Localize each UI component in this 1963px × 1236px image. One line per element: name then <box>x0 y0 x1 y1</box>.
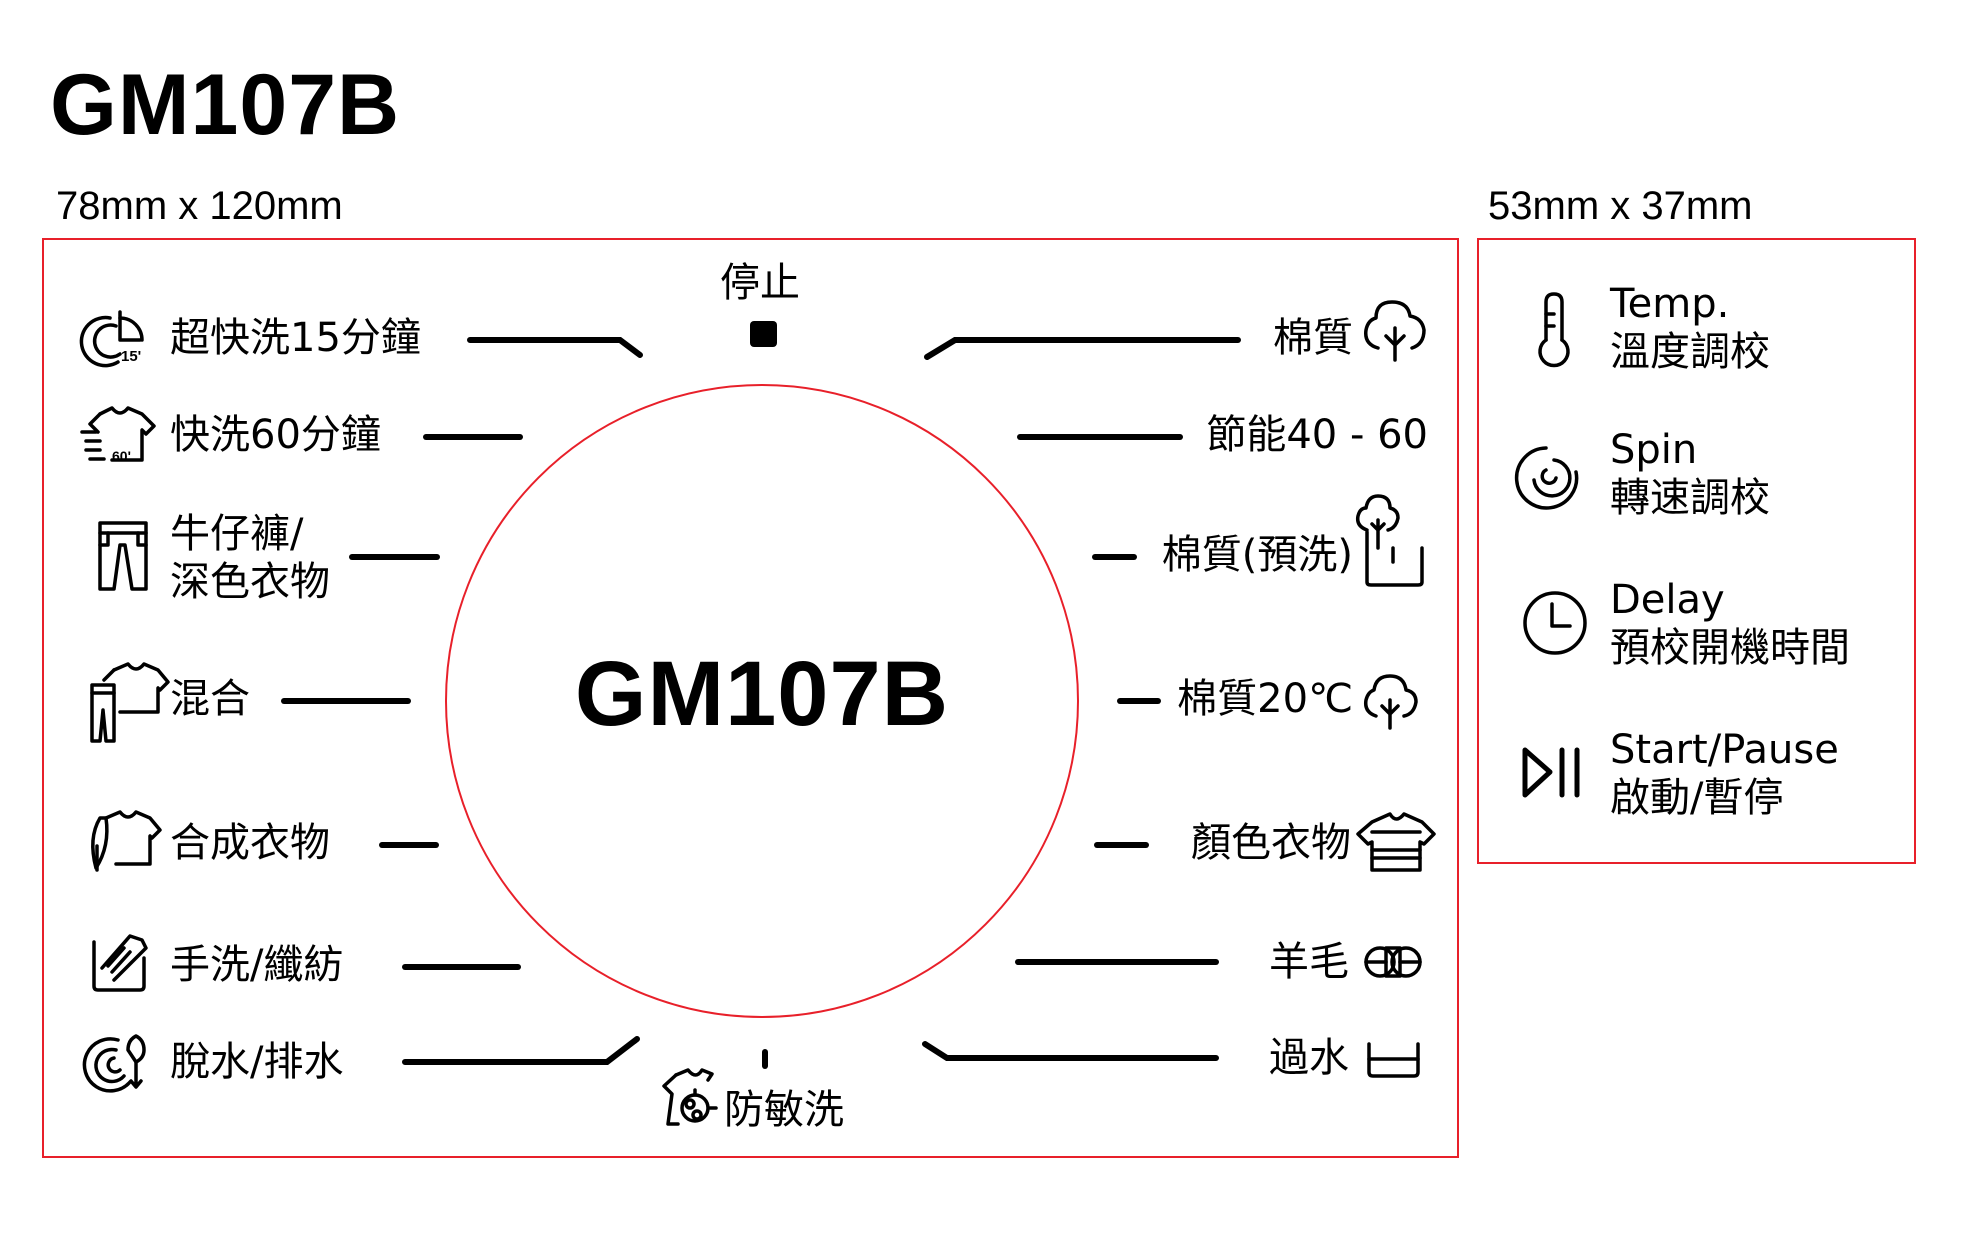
control-spin[interactable]: Spin 轉速調校 <box>1610 426 1770 522</box>
hand-wash-icon <box>92 934 148 992</box>
play-pause-icon <box>1522 747 1580 798</box>
program-quick-15[interactable]: 超快洗15分鐘 <box>170 315 421 361</box>
program-eco-40-60[interactable]: 節能40 - 60 <box>1206 412 1428 458</box>
leader-line-cotton <box>924 337 1241 360</box>
spin-icon <box>1514 446 1579 510</box>
clock-icon <box>1523 591 1587 655</box>
thermometer-icon <box>1538 292 1570 368</box>
control-start-pause[interactable]: Start/Pause 啟動/暫停 <box>1610 726 1839 822</box>
program-cotton-20[interactable]: 棉質20℃ <box>1177 676 1353 722</box>
program-synthetic[interactable]: 合成衣物 <box>170 820 330 866</box>
control-temp-zh: 溫度調校 <box>1610 329 1770 375</box>
program-spin-drain[interactable]: 脫水/排水 <box>170 1039 344 1085</box>
program-cotton[interactable]: 棉質 <box>1273 315 1353 361</box>
program-panel-outline <box>42 238 1459 1158</box>
program-colored[interactable]: 顏色衣物 <box>1191 820 1351 866</box>
program-jeans-line1: 牛仔褲/ <box>170 511 304 557</box>
dial-center-label: GM107B <box>574 643 950 745</box>
control-temp-en: Temp. <box>1610 281 1730 327</box>
program-quick-60[interactable]: 快洗60分鐘 <box>170 412 381 458</box>
jeans-icon <box>98 521 148 591</box>
mixed-clothes-icon <box>90 662 170 743</box>
spin-drain-icon <box>82 1034 146 1093</box>
cotton-icon <box>1363 674 1418 730</box>
control-spin-zh: 轉速調校 <box>1610 475 1770 521</box>
page-title: GM107B <box>50 57 401 153</box>
program-mixed[interactable]: 混合 <box>170 676 250 722</box>
panel-dimensions: 78mm x 120mm <box>56 184 343 228</box>
stop-marker <box>750 321 777 347</box>
program-cotton-prewash[interactable]: 棉質(預洗) <box>1161 532 1353 578</box>
control-start-pause-en: Start/Pause <box>1610 727 1839 773</box>
program-jeans[interactable]: 牛仔褲/ 深色衣物 <box>170 510 330 606</box>
leader-line-spin-drain <box>402 1036 640 1065</box>
quick-15-icon: 15' <box>79 310 144 368</box>
svg-text:60': 60' <box>112 448 131 464</box>
control-temp[interactable]: Temp. 溫度調校 <box>1610 280 1770 376</box>
svg-text:15': 15' <box>121 348 141 365</box>
quick-60-shirt-icon: 60' <box>80 406 156 464</box>
cotton-prewash-icon <box>1355 494 1424 587</box>
leader-line-quick15 <box>467 337 643 358</box>
control-delay-zh: 預校開機時間 <box>1610 625 1850 671</box>
program-wool[interactable]: 羊毛 <box>1269 939 1349 985</box>
synthetic-feather-shirt-icon <box>91 810 162 872</box>
control-delay[interactable]: Delay 預校開機時間 <box>1610 576 1850 672</box>
allergy-care-icon <box>662 1068 718 1126</box>
program-jeans-line2: 深色衣物 <box>170 559 330 605</box>
control-spin-en: Spin <box>1610 427 1698 473</box>
cotton-icon <box>1364 300 1426 362</box>
leader-line-rinse <box>922 1041 1219 1061</box>
stop-label: 停止 <box>720 260 800 306</box>
colored-shirt-icon <box>1356 812 1436 872</box>
program-rinse[interactable]: 過水 <box>1269 1035 1349 1081</box>
program-dial[interactable] <box>445 384 1079 1018</box>
control-delay-en: Delay <box>1610 577 1725 623</box>
control-start-pause-zh: 啟動/暫停 <box>1610 775 1784 821</box>
rinse-tub-icon <box>1367 1042 1420 1078</box>
control-dimensions: 53mm x 37mm <box>1488 184 1753 228</box>
program-allergy-care[interactable]: 防敏洗 <box>724 1087 844 1133</box>
wool-icon <box>1364 946 1422 978</box>
program-handwash[interactable]: 手洗/纖紡 <box>170 942 344 988</box>
control-panel-outline <box>1477 238 1916 864</box>
